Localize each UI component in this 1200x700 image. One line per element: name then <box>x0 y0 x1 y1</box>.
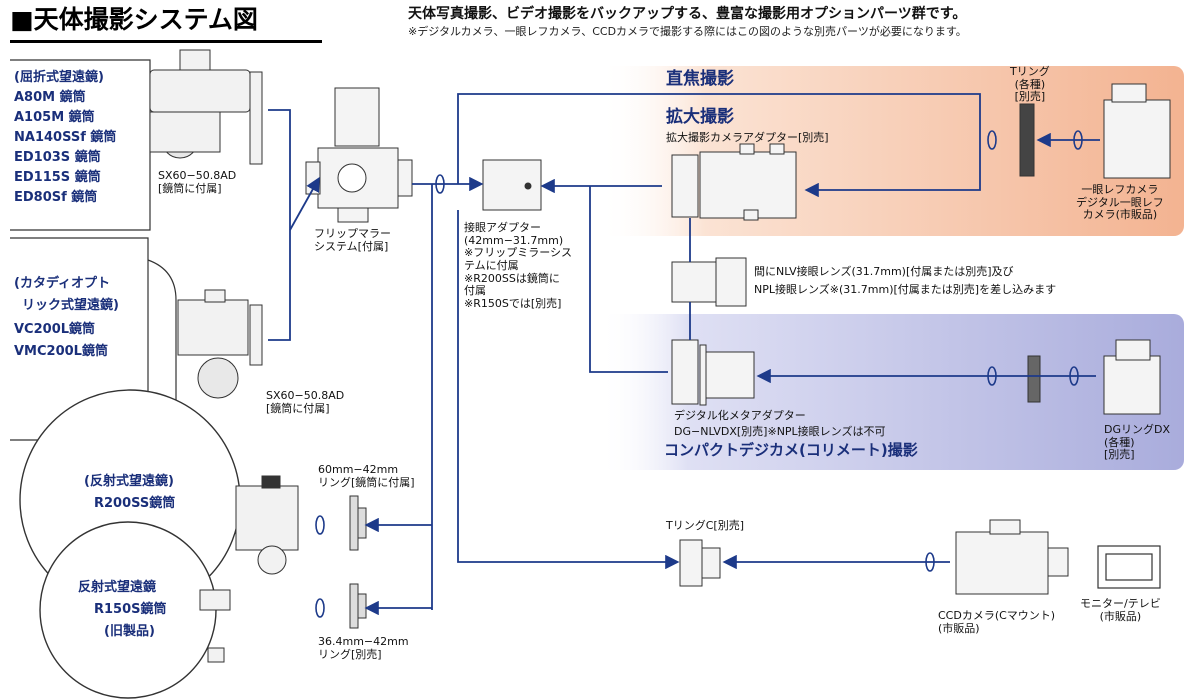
refractor-model-3: NA140SSf 鏡筒 <box>14 130 117 145</box>
eyepiece-drawing <box>671 257 747 307</box>
digitize-adapter-line-2: DG−NLVDX[別売]※NPL接眼レンズは不可 <box>674 425 886 438</box>
catadioptric-heading-2: リック式望遠鏡) <box>22 298 119 313</box>
page-subtitle: 天体写真撮影、ビデオ撮影をバックアップする、豊富な撮影用オプションパーツ群です。 <box>408 6 967 22</box>
sx60-top-label: SX60−50.8AD [鏡筒に付属] <box>158 169 237 195</box>
r150-model: R150S鏡筒 <box>94 602 167 617</box>
rotation-symbols <box>315 130 1083 618</box>
connection-lines <box>268 93 1100 616</box>
sx60-mid-label: SX60−50.8AD [鏡筒に付属] <box>266 389 345 415</box>
refractor-model-1: A80M 鏡筒 <box>14 90 86 105</box>
enlarge-adapter-label: 拡大撮影カメラアダプター[別売] <box>666 131 829 144</box>
eyepiece-insert-line-1: 間にNLV接眼レンズ(31.7mm)[付属または別売]及び <box>754 265 1014 278</box>
ring-364-42-drawing <box>349 583 367 629</box>
flip-mirror-drawing <box>305 87 413 223</box>
r200-heading: (反射式望遠鏡) <box>84 474 174 489</box>
page-title: ■天体撮影システム図 <box>10 5 258 34</box>
ring-60-42-label: 60mm−42mm リング[鏡筒に付属] <box>318 463 415 489</box>
digitize-adapter-drawing <box>671 339 755 406</box>
catadioptric-focuser <box>177 289 263 399</box>
refractor-focuser <box>149 49 263 165</box>
t-ring-c-drawing <box>679 539 721 587</box>
catadioptric-model-2: VMC200L鏡筒 <box>14 344 108 359</box>
eyepiece-insert-line-2: NPL接眼レンズ※(31.7mm)[付属または別売]を差し込みます <box>754 283 1057 296</box>
catadioptric-heading-1: (カタディオプト <box>14 276 111 291</box>
flip-mirror-label: フリップマラー システム[付属] <box>314 227 391 253</box>
refractor-model-2: A105M 鏡筒 <box>14 110 95 125</box>
prime-focus-heading: 直焦撮影 <box>666 69 734 89</box>
slr-camera-drawing <box>1103 83 1171 179</box>
ring-60-42-drawing <box>349 495 367 551</box>
r150-note: (旧製品) <box>104 624 155 639</box>
r150-focuser <box>199 589 231 663</box>
enlarge-adapter-drawing <box>671 143 797 221</box>
enlarged-heading: 拡大撮影 <box>666 107 734 127</box>
monitor-drawing <box>1097 545 1161 589</box>
refractor-model-5: ED115S 鏡筒 <box>14 170 101 185</box>
catadioptric-model-1: VC200L鏡筒 <box>14 322 96 337</box>
r150-heading: 反射式望遠鏡 <box>78 580 157 595</box>
refractor-model-4: ED103S 鏡筒 <box>14 150 101 165</box>
r200-model: R200SS鏡筒 <box>94 496 176 511</box>
ccd-camera-drawing <box>955 519 1069 595</box>
monitor-label: モニター/テレビ (市販品) <box>1080 597 1161 623</box>
compact-digicam-heading: コンパクトデジカメ(コリメート)撮影 <box>664 441 918 459</box>
r200-focuser <box>235 475 299 575</box>
compact-camera-drawing <box>1103 339 1161 415</box>
page-note: ※デジタルカメラ、一眼レフカメラ、CCDカメラで撮影する際にはこの図のような別売… <box>408 25 967 38</box>
t-ring-c-label: TリングC[別売] <box>666 519 744 532</box>
eyepiece-adapter-drawing <box>482 159 542 211</box>
ring-364-42-label: 36.4mm−42mm リング[別売] <box>318 635 409 661</box>
digitize-adapter-line-1: デジタル化メタアダプター <box>674 409 806 422</box>
dg-ring-label: DGリングDX (各種) [別売] <box>1104 423 1170 462</box>
t-ring-drawing <box>1019 103 1035 177</box>
dg-ring-drawing <box>1027 355 1041 403</box>
refractor-heading: (屈折式望遠鏡) <box>14 70 104 85</box>
slr-camera-label: 一眼レフカメラ デジタル一眼レフ カメラ(市販品) <box>1076 183 1164 222</box>
eyepiece-adapter-label: 接眼アダプター (42mm−31.7mm) ※フリップミラーシス テムに付属 ※… <box>464 221 572 310</box>
t-ring-label: Tリング (各種) [別売] <box>1010 65 1050 104</box>
ccd-camera-label: CCDカメラ(Cマウント) (市販品) <box>938 609 1056 635</box>
refractor-model-6: ED80Sf 鏡筒 <box>14 190 98 205</box>
